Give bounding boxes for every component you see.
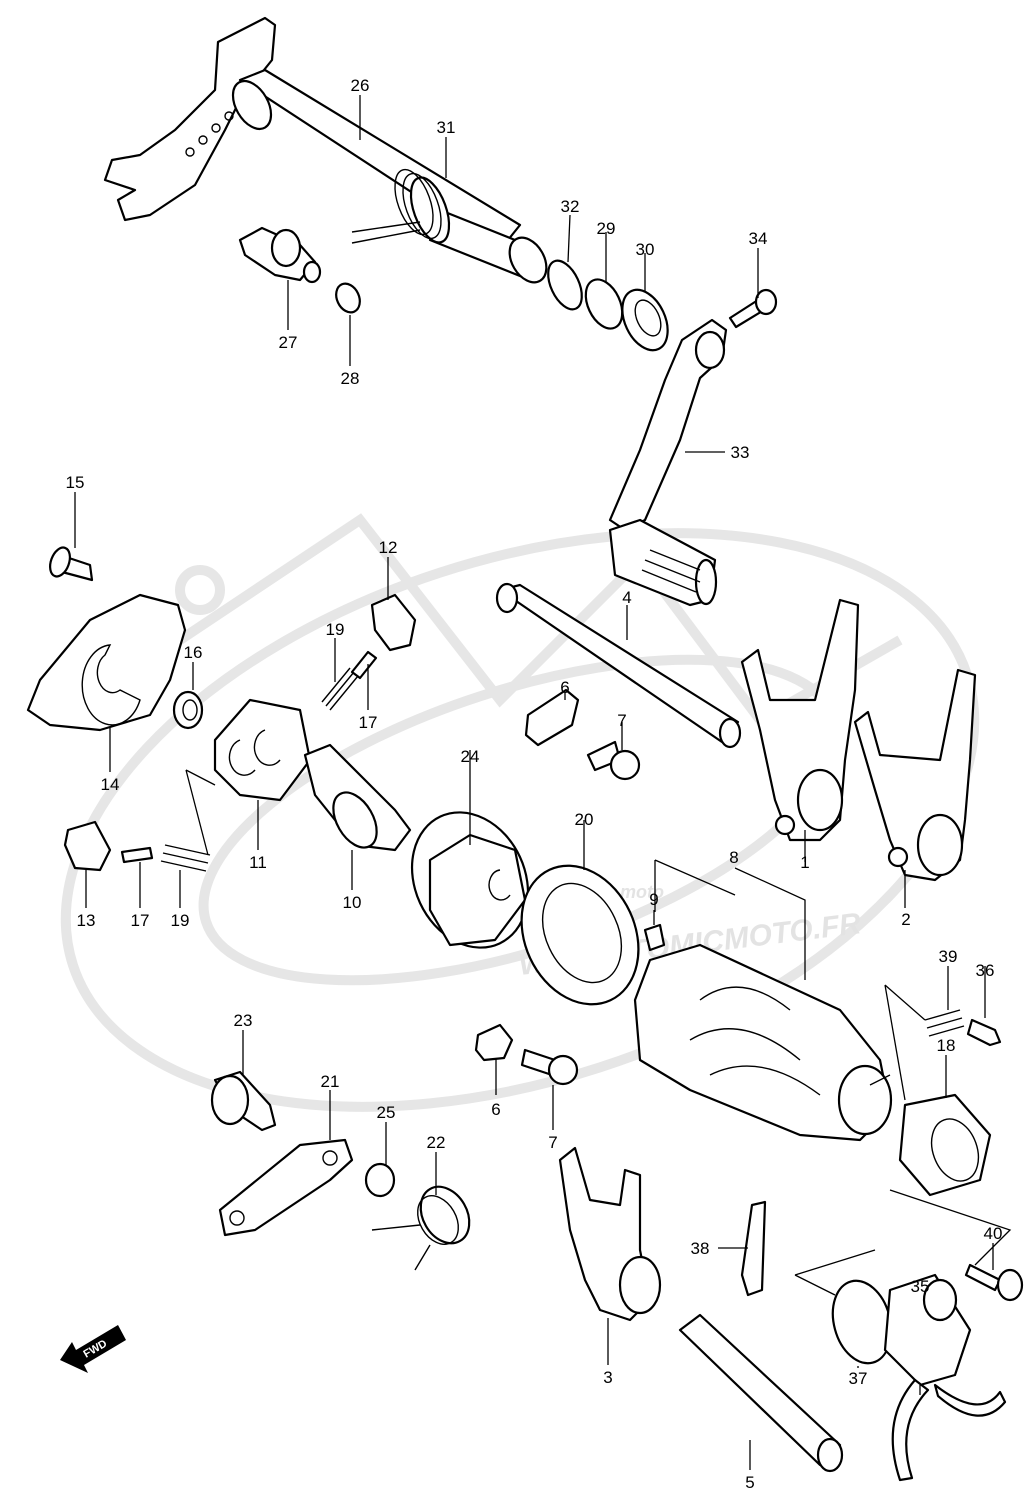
circlip-32 [547, 259, 583, 311]
spring-22 [371, 1185, 471, 1271]
callout-33: 33 [731, 443, 750, 462]
cam-11 [213, 698, 312, 802]
leader-lines [74, 95, 1012, 1470]
callout-38: 38 [691, 1239, 710, 1258]
screw-7 [586, 740, 641, 781]
callout-12: 12 [379, 538, 398, 557]
pin-36 [966, 1018, 1002, 1047]
stopper-6 [524, 688, 580, 747]
callout-34: 34 [749, 229, 768, 248]
callout-5: 5 [745, 1473, 754, 1492]
callout-7: 7 [617, 711, 626, 730]
callout-4: 4 [622, 588, 631, 607]
callout-1: 1 [800, 853, 809, 872]
callout-25: 25 [377, 1103, 396, 1122]
plate-38 [740, 1200, 767, 1297]
callout-29: 29 [597, 219, 616, 238]
bearing-18 [898, 1093, 992, 1197]
callout-32: 32 [561, 197, 580, 216]
fork-shaft-5 [678, 1313, 844, 1473]
callout-24: 24 [461, 747, 480, 766]
gear-position-switch-35 [883, 1273, 1007, 1482]
shift-fork-2 [853, 668, 977, 882]
callout-21: 21 [321, 1072, 340, 1091]
spring-39 [924, 1009, 965, 1037]
pin-17 [350, 650, 378, 680]
bolt-10 [303, 743, 412, 852]
callout-3: 3 [603, 1368, 612, 1387]
bearing-20 [520, 864, 640, 1006]
callout-13: 13 [77, 911, 96, 930]
bolt-23 [210, 1070, 277, 1132]
plate-14 [26, 593, 187, 732]
screw-15 [49, 546, 94, 582]
callout-22: 22 [427, 1133, 446, 1152]
shift-drum-8 [633, 943, 893, 1142]
spring-19-lower [160, 844, 211, 872]
bolt-40 [964, 1263, 1024, 1302]
oil-seal-30 [621, 288, 669, 352]
callout-10: 10 [343, 893, 362, 912]
washer-29 [584, 278, 624, 330]
callout-9: 9 [649, 890, 658, 909]
callout-37: 37 [849, 1369, 868, 1388]
callout-28: 28 [341, 369, 360, 388]
pawl-13 [63, 820, 112, 872]
pin-17-lower [120, 846, 154, 864]
callout-14: 14 [101, 775, 120, 794]
callout-31: 31 [437, 118, 456, 137]
callout-7-lower: 7 [548, 1133, 557, 1152]
shift-pedal-33 [608, 318, 728, 607]
callout-39: 39 [939, 947, 958, 966]
bolt-34 [728, 288, 778, 329]
callout-labels: 1 2 3 4 5 6 6 7 7 8 9 10 11 12 13 14 15 … [66, 76, 1003, 1492]
callout-23: 23 [234, 1011, 253, 1030]
stopper-6-lower [474, 1023, 514, 1062]
callout-36: 36 [976, 961, 995, 980]
washer-25 [364, 1162, 396, 1198]
callout-2: 2 [901, 910, 910, 929]
bolt-27 [238, 226, 322, 284]
callout-11: 11 [249, 853, 267, 872]
callout-40: 40 [984, 1224, 1003, 1243]
callout-20: 20 [575, 810, 594, 829]
callout-17-lower: 17 [131, 911, 150, 930]
screw-7-lower [520, 1048, 579, 1086]
callout-17: 17 [359, 713, 378, 732]
shift-fork-1 [740, 598, 860, 842]
gearshift-shaft [103, 16, 548, 284]
callout-26: 26 [351, 76, 370, 95]
callout-18: 18 [937, 1036, 956, 1055]
callout-6-lower: 6 [491, 1100, 500, 1119]
pin-9 [643, 923, 666, 952]
return-spring [351, 168, 451, 244]
cam-plate-24 [410, 811, 530, 949]
callout-6: 6 [560, 678, 569, 697]
spring-19 [321, 667, 359, 711]
callout-16: 16 [184, 643, 203, 662]
washer-28 [335, 282, 361, 314]
callout-27: 27 [279, 333, 298, 352]
watermark-small-text: moto [620, 882, 664, 902]
callout-30: 30 [636, 240, 655, 259]
forward-arrow-icon: FWD [60, 1325, 126, 1373]
callout-35: 35 [911, 1277, 930, 1296]
shift-fork-3 [558, 1146, 662, 1322]
bearing-16 [172, 690, 204, 730]
callout-15: 15 [66, 473, 85, 492]
fork-shaft-4 [495, 582, 742, 749]
pawl-12 [370, 593, 417, 652]
callout-19: 19 [326, 620, 345, 639]
callout-19-lower: 19 [171, 911, 190, 930]
arm-21 [218, 1138, 354, 1237]
callout-8: 8 [729, 848, 738, 867]
